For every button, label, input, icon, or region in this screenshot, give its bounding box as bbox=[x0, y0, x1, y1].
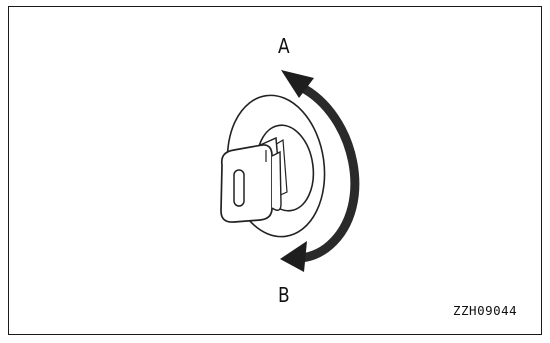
position-a-label: A bbox=[278, 34, 290, 58]
figure-code: ZZH09044 bbox=[453, 303, 518, 318]
rotation-arrow-icon bbox=[280, 70, 360, 272]
key-icon bbox=[220, 136, 282, 223]
arrowhead-b bbox=[280, 241, 307, 272]
arrowhead-a bbox=[281, 70, 314, 98]
position-b-label: B bbox=[278, 283, 290, 307]
